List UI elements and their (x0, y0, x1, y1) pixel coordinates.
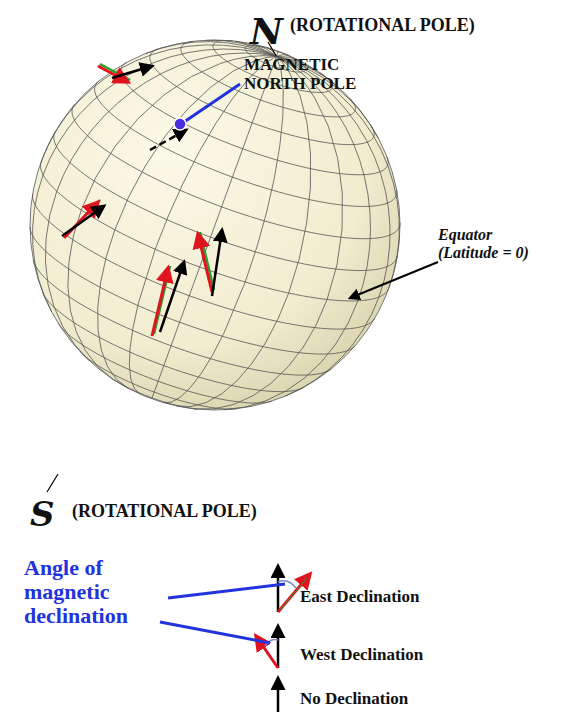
graticule (30, 40, 400, 410)
pole-letter: S (30, 496, 55, 533)
red-needle (198, 234, 212, 292)
pole-label: (ROTATIONAL POLE) (72, 502, 257, 522)
black-needle (62, 206, 104, 236)
black-needle (112, 66, 152, 78)
leader-line (160, 622, 270, 643)
pole-label: MAGNETIC NORTH POLE (244, 56, 374, 93)
pole-label: (ROTATIONAL POLE) (290, 16, 475, 36)
equator-label: Equator (Latitude = 0) (438, 226, 550, 261)
legend-label: No Declination (300, 690, 408, 709)
magnetic-pole-dot (174, 118, 186, 130)
true-north-arrow (277, 626, 280, 668)
legend-label: West Declination (300, 646, 423, 665)
pole-letter: N (250, 12, 283, 52)
angle-label: Angle of magnetic declination (24, 556, 164, 629)
globe-sphere (30, 40, 400, 410)
red-needle (64, 202, 98, 238)
red-needle (152, 268, 168, 336)
black-needle (150, 130, 186, 150)
true-north-arrow (277, 566, 280, 612)
true-north-arrow (277, 678, 280, 712)
legend-label: East Declination (300, 588, 419, 607)
leader-line (184, 84, 240, 122)
black-needle (212, 230, 222, 296)
needle-fringe (200, 232, 214, 290)
pointer-arrow (350, 262, 438, 298)
leader-line (47, 474, 58, 492)
black-needle (160, 262, 184, 332)
leader-line (168, 584, 285, 598)
